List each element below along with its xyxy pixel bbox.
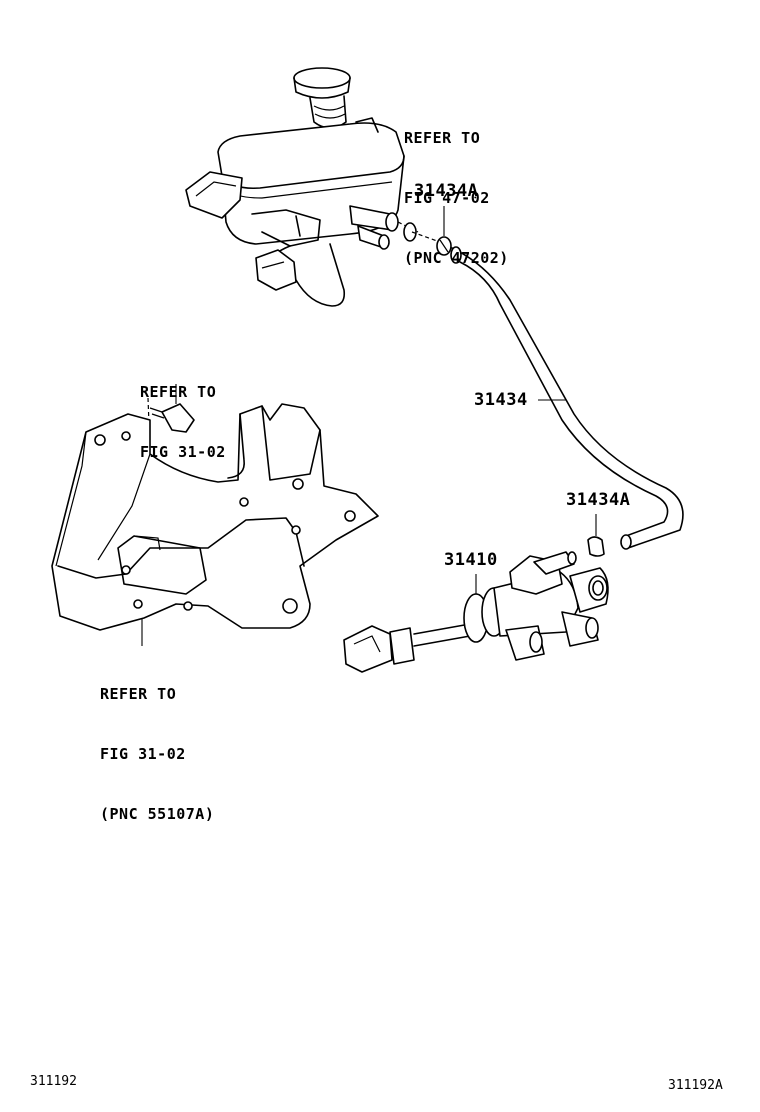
clip-lower — [587, 514, 605, 557]
clip-upper — [436, 206, 452, 256]
reservoir-tank — [185, 67, 419, 307]
part-number-clip-upper[interactable]: 31434A — [414, 181, 479, 201]
clutch-master-cylinder — [343, 551, 609, 673]
reservoir-refer-line-2: FIG 47-02 — [404, 189, 490, 207]
bolt-refer-line-1: REFER TO — [140, 383, 217, 401]
reservoir-refer-callout: REFER TO FIG 47-02 (PNC 47202) — [404, 88, 509, 308]
hose — [450, 246, 684, 550]
bolt-refer-line-2: FIG 31-02 — [140, 443, 226, 461]
part-number-master-cylinder[interactable]: 31410 — [444, 550, 498, 570]
bracket-refer-line-1: REFER TO — [100, 685, 177, 703]
bracket-refer-line-3: (PNC 55107A) — [100, 805, 215, 823]
pedal-bracket — [51, 403, 379, 646]
reservoir-refer-line-1: REFER TO — [404, 129, 481, 147]
footer-right-code: 311192A — [668, 1078, 723, 1093]
footer-left-code: 311192 — [30, 1074, 77, 1089]
part-number-clip-lower[interactable]: 31434A — [566, 490, 631, 510]
bolt-refer-callout: REFER TO FIG 31-02 — [140, 342, 226, 502]
bracket-refer-line-2: FIG 31-02 — [100, 745, 186, 763]
part-number-hose[interactable]: 31434 — [474, 390, 528, 410]
bracket-refer-callout: REFER TO FIG 31-02 (PNC 55107A) — [100, 644, 214, 864]
hose-alignment-line — [411, 231, 441, 243]
reservoir-refer-line-3: (PNC 47202) — [404, 249, 509, 267]
